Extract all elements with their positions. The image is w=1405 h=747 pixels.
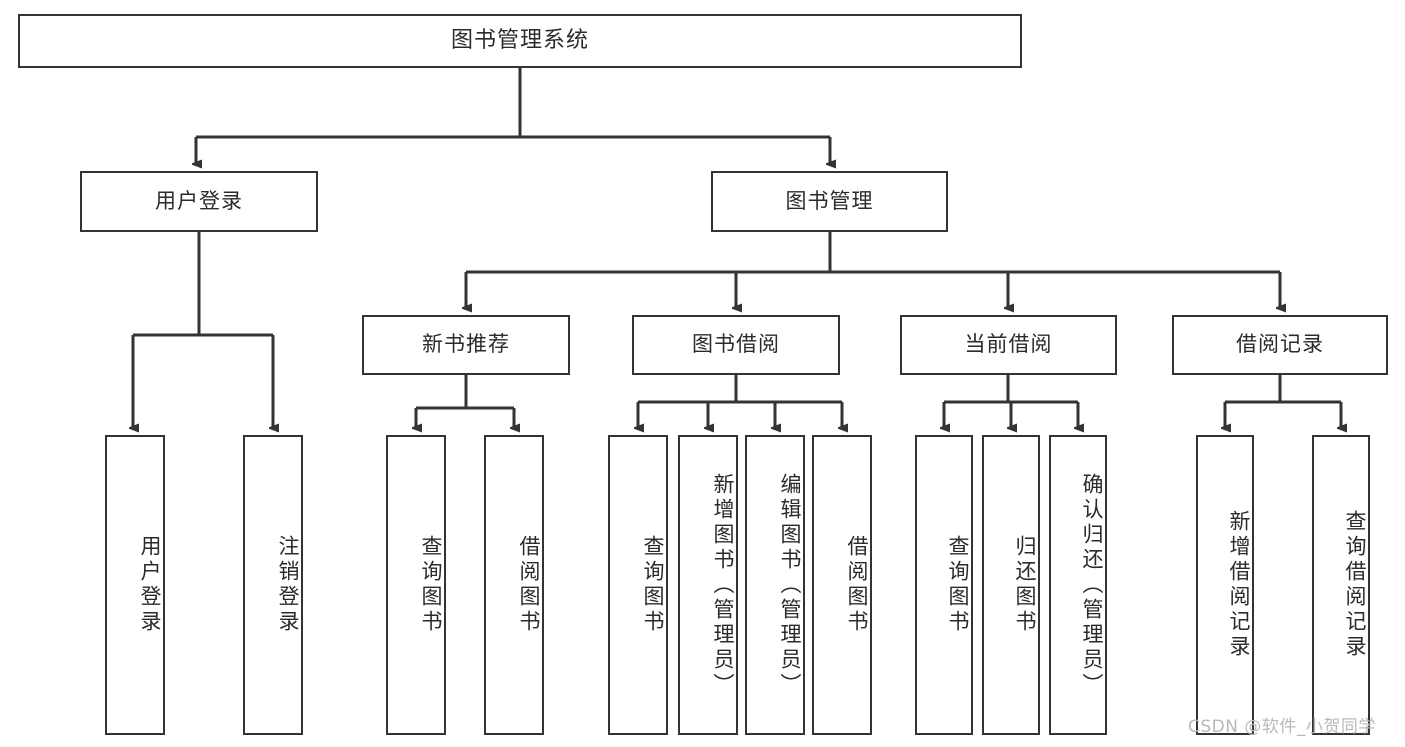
leaf-add-book-admin[interactable]: 新增图书（管理员） <box>678 435 738 735</box>
node-label: 用户登录 <box>138 535 162 635</box>
node-user-login[interactable]: 用户登录 <box>80 171 318 232</box>
node-label: 编辑图书（管理员） <box>778 472 802 698</box>
leaf-edit-book-admin[interactable]: 编辑图书（管理员） <box>745 435 805 735</box>
node-label: 查询借阅记录 <box>1343 510 1367 660</box>
leaf-add-borrow-record[interactable]: 新增借阅记录 <box>1196 435 1254 735</box>
leaf-query-borrow-record[interactable]: 查询借阅记录 <box>1312 435 1370 735</box>
node-root-system[interactable]: 图书管理系统 <box>18 14 1022 68</box>
node-new-book-recommend[interactable]: 新书推荐 <box>362 315 570 375</box>
node-label: 新增借阅记录 <box>1227 510 1251 660</box>
node-book-borrow[interactable]: 图书借阅 <box>632 315 840 375</box>
leaf-return-books[interactable]: 归还图书 <box>982 435 1040 735</box>
leaf-logout[interactable]: 注销登录 <box>243 435 303 735</box>
node-borrow-records[interactable]: 借阅记录 <box>1172 315 1388 375</box>
node-label: 图书管理 <box>785 188 874 213</box>
node-label: 借阅图书 <box>845 535 869 635</box>
node-label: 注销登录 <box>276 535 300 635</box>
node-label: 借阅记录 <box>1236 332 1324 357</box>
node-label: 借阅图书 <box>517 535 541 635</box>
node-label: 查询图书 <box>946 535 970 635</box>
leaf-query-books-borrow[interactable]: 查询图书 <box>608 435 668 735</box>
leaf-query-books-current[interactable]: 查询图书 <box>915 435 973 735</box>
node-label: 用户登录 <box>155 188 243 213</box>
leaf-borrow-books-recommend[interactable]: 借阅图书 <box>484 435 544 735</box>
node-label: 查询图书 <box>419 535 443 635</box>
node-label: 图书借阅 <box>692 332 780 357</box>
node-label: 当前借阅 <box>964 332 1053 357</box>
leaf-borrow-books[interactable]: 借阅图书 <box>812 435 872 735</box>
node-label: 查询图书 <box>641 535 665 635</box>
leaf-query-books-recommend[interactable]: 查询图书 <box>386 435 446 735</box>
node-book-management[interactable]: 图书管理 <box>711 171 948 232</box>
node-label: 归还图书 <box>1013 535 1037 635</box>
node-label: 新增图书（管理员） <box>711 472 735 698</box>
node-label: 图书管理系统 <box>450 27 589 53</box>
node-current-borrow[interactable]: 当前借阅 <box>900 315 1117 375</box>
csdn-watermark: CSDN @软件_小贺同学 <box>1188 717 1376 737</box>
node-label: 确认归还（管理员） <box>1080 472 1104 698</box>
node-label: 新书推荐 <box>422 332 510 357</box>
leaf-confirm-return-admin[interactable]: 确认归还（管理员） <box>1049 435 1107 735</box>
leaf-user-login[interactable]: 用户登录 <box>105 435 165 735</box>
